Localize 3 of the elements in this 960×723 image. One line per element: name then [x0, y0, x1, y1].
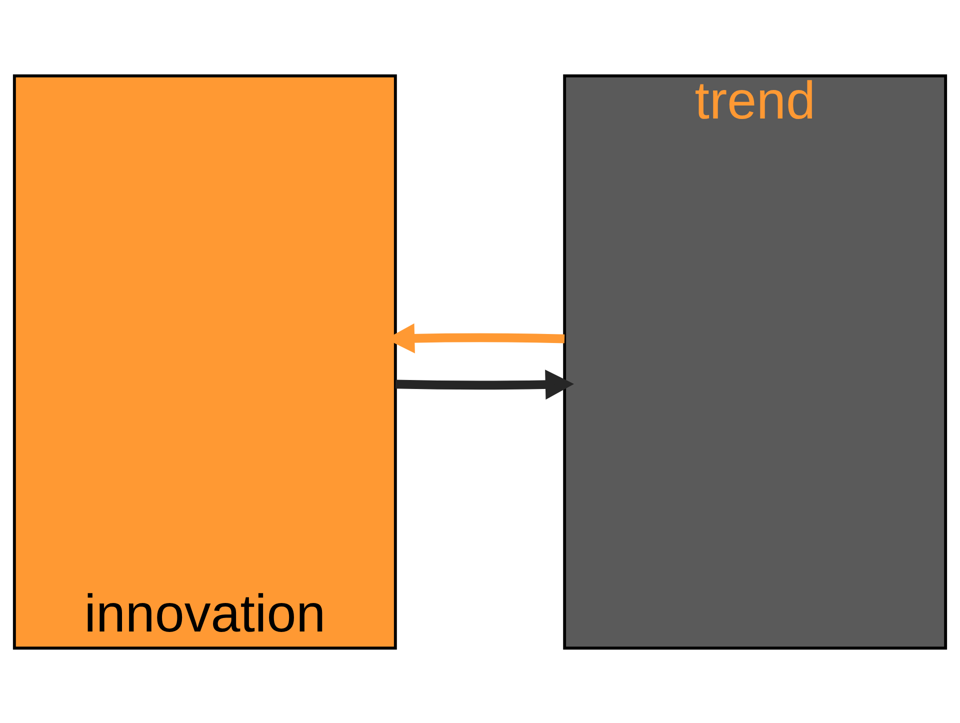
arrow [395, 369, 574, 400]
node-box: innovation [12, 74, 397, 650]
node-box: trend [563, 74, 948, 650]
